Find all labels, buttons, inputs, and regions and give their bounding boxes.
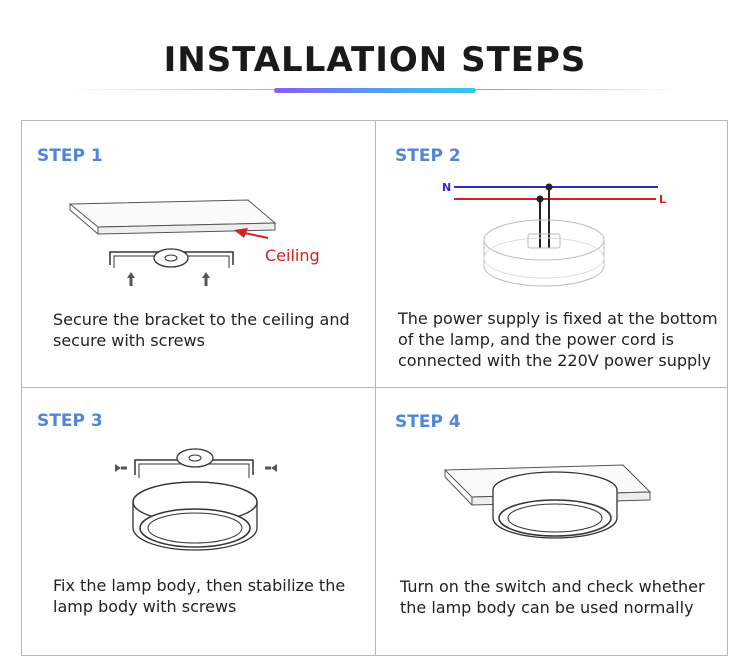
step-2-label: STEP 2 [395, 146, 461, 166]
step-1-illustration [68, 199, 277, 286]
step-2-description: The power supply is fixed at the bottom … [398, 309, 718, 370]
step-2-illustration: N L [442, 181, 666, 287]
step-4-illustration [443, 464, 652, 539]
grid-divider-horizontal [21, 387, 728, 388]
title-accent-bar [274, 88, 476, 93]
screw-icon [127, 272, 135, 286]
step-4-label: STEP 4 [395, 412, 461, 432]
wire-n-label: N [442, 181, 451, 194]
grid-divider-vertical [375, 120, 376, 656]
step-4-description: Turn on the switch and check whether the… [400, 577, 705, 617]
steps-grid [21, 120, 728, 656]
ceiling-callout: Ceiling [265, 246, 320, 265]
screw-icon [202, 272, 210, 286]
step-1-description: Secure the bracket to the ceiling and se… [53, 310, 350, 350]
step-1-label: STEP 1 [37, 146, 103, 166]
step-3-illustration [115, 448, 277, 551]
screw-icon [115, 464, 127, 472]
screw-icon [265, 464, 277, 472]
step-3-description: Fix the lamp body, then stabilize the la… [53, 576, 346, 616]
page-title: INSTALLATION STEPS [163, 40, 587, 80]
step-3-label: STEP 3 [37, 411, 103, 431]
wire-l-label: L [659, 193, 666, 206]
